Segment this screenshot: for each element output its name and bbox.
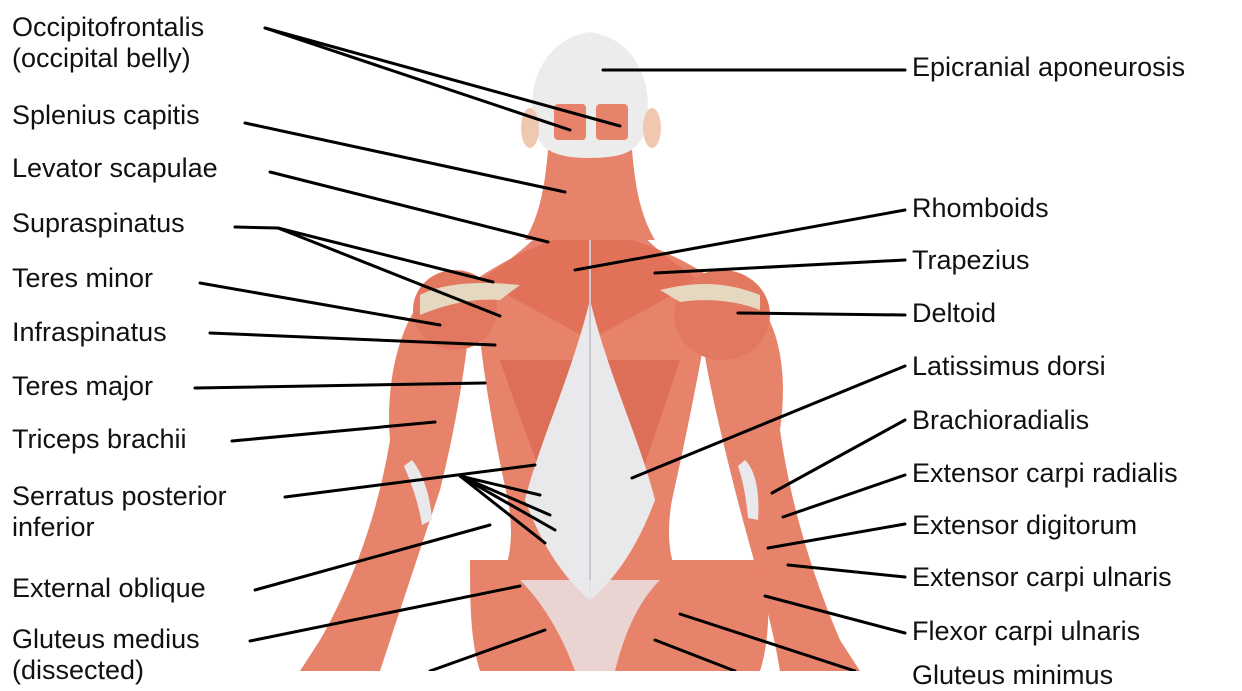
skull [532, 32, 648, 158]
label-brachioradialis: Brachioradialis [912, 405, 1089, 436]
leader-supraspinatus-1 [235, 227, 278, 228]
label-infraspinatus: Infraspinatus [12, 317, 167, 348]
label-teres-minor: Teres minor [12, 263, 153, 294]
leader-teres-minor [200, 283, 440, 325]
label-splenius-capitis: Splenius capitis [12, 100, 200, 131]
leader-deltoid [738, 313, 905, 315]
label-extensor-carpi-radialis: Extensor carpi radialis [912, 458, 1178, 489]
label-latissimus-dorsi: Latissimus dorsi [912, 351, 1106, 382]
label-deltoid: Deltoid [912, 298, 996, 329]
leader-extensor-carpi-radialis [783, 475, 905, 517]
label-occipitofrontalis: Occipitofrontalis (occipital belly) [12, 12, 204, 74]
leader-supraspinatus-2 [278, 228, 493, 282]
label-levator-scapulae: Levator scapulae [12, 153, 218, 184]
label-trapezius: Trapezius [912, 245, 1030, 276]
right-deltoid [674, 270, 770, 360]
label-extensor-digitorum: Extensor digitorum [912, 510, 1137, 541]
label-triceps-brachii: Triceps brachii [12, 424, 187, 455]
label-rhomboids: Rhomboids [912, 193, 1049, 224]
label-teres-major: Teres major [12, 371, 153, 402]
neck [525, 150, 655, 240]
label-external-oblique: External oblique [12, 573, 206, 604]
label-gluteus-medius: Gluteus medius (dissected) [12, 624, 200, 686]
label-epicranial-aponeurosis: Epicranial aponeurosis [912, 52, 1185, 83]
label-serratus-posterior-inferior: Serratus posterior inferior [12, 481, 227, 543]
label-flexor-carpi-ulnaris: Flexor carpi ulnaris [912, 616, 1140, 647]
leader-occipitofrontalis-1 [265, 28, 570, 130]
label-extensor-carpi-ulnaris: Extensor carpi ulnaris [912, 562, 1172, 593]
right-ear [643, 108, 661, 148]
label-supraspinatus: Supraspinatus [12, 208, 185, 239]
leader-splenius-capitis [245, 123, 565, 192]
label-gluteus-minimus: Gluteus minimus [912, 660, 1113, 691]
leader-levator-scapulae [270, 172, 548, 242]
body-figure [300, 32, 860, 671]
